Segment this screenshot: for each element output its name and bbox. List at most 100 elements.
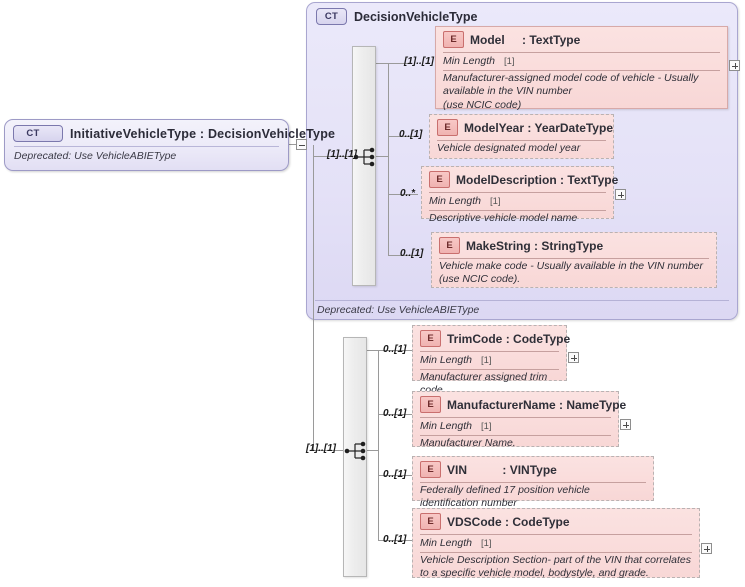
element-annotation: Manufacturer Name. (420, 437, 516, 449)
complextype-badge-icon: CT (316, 8, 347, 25)
facet-label: Min Length (420, 354, 472, 366)
container-header: CT DecisionVehicleType (307, 3, 737, 25)
facet-label: Min Length (420, 537, 472, 549)
container-divider (315, 300, 729, 301)
element-box-VIN[interactable]: E VIN : VINType Federally defined 17 pos… (412, 456, 654, 509)
connector-upper-e2 (388, 136, 418, 137)
element-annotation: Vehicle Description Section- part of the… (420, 554, 691, 580)
root-node-annotation: Deprecated: Use VehicleABIEType (14, 150, 177, 162)
element-divider (420, 417, 611, 418)
element-box-ManufacturerName[interactable]: E ManufacturerName : NameType Min Length… (412, 391, 626, 449)
occurrence-TrimCode: 0..[1] (383, 344, 407, 355)
element-type: CodeType (512, 514, 570, 529)
connector-lower-in (366, 450, 378, 451)
complextype-plus-badge-icon[interactable]: CT (13, 125, 63, 142)
element-title: MakeString : StringType (466, 239, 603, 253)
occurrence-VIN: 0..[1] (383, 469, 407, 480)
element-box-ModelDescription[interactable]: E ModelDescription : TextType Min Length… (421, 166, 618, 224)
facet-value: [1] (489, 196, 501, 207)
element-separator: : (560, 172, 568, 187)
element-title: VIN : VINType (447, 463, 557, 477)
facet-label: Min Length (420, 420, 472, 432)
element-box-TrimCode[interactable]: E TrimCode : CodeType Min Length [1] Man… (412, 325, 571, 396)
element-divider (420, 482, 646, 483)
connector-upper-spine (388, 63, 389, 255)
element-separator: : (502, 462, 510, 477)
element-name: MakeString (466, 238, 531, 253)
collapse-toggle-root[interactable] (296, 139, 307, 150)
element-facet: Min Length [1] (422, 193, 613, 209)
element-separator: : (505, 331, 514, 346)
connector-lower-e4 (378, 540, 412, 541)
expand-toggle-TrimCode[interactable] (568, 352, 579, 363)
element-annotation: Vehicle designated model year (437, 142, 581, 154)
element-badge-icon: E (443, 31, 464, 48)
element-title: VDSCode : CodeType (447, 515, 570, 529)
occurrence-Model: [1]..[1] (404, 56, 434, 67)
element-annotation: Manufacturer-assigned model code of vehi… (443, 72, 699, 111)
facet-value: [1] (480, 355, 492, 366)
facet-value: [1] (480, 538, 492, 549)
root-node-title: InitiativeVehicleType : DecisionVehicleT… (70, 126, 336, 141)
element-divider (437, 140, 606, 141)
element-box-VDSCode[interactable]: E VDSCode : CodeType Min Length [1] Vehi… (412, 508, 700, 579)
facet-label: Min Length (443, 55, 495, 67)
element-name: ManufacturerName (447, 397, 556, 412)
element-name: VIN (447, 462, 468, 477)
element-divider-2 (420, 435, 611, 436)
connector-lower-e2 (378, 414, 412, 415)
element-title: ManufacturerName : NameType (447, 398, 626, 412)
container-annotation: Deprecated: Use VehicleABIEType (317, 304, 480, 316)
element-name: ModelDescription (456, 172, 557, 187)
expand-toggle-Model[interactable] (729, 60, 740, 71)
element-header: E ModelYear : YearDateType (430, 115, 613, 139)
connector-branch-upper (313, 156, 351, 157)
element-header: E ManufacturerName : NameType (413, 392, 626, 416)
container-title: DecisionVehicleType (354, 9, 478, 24)
element-badge-icon: E (420, 461, 441, 478)
occurrence-ModelDescription: 0..* (400, 188, 416, 199)
facet-label: Min Length (429, 195, 481, 207)
element-facet: Min Length [1] (413, 535, 699, 551)
element-divider (443, 52, 720, 53)
element-type: VINType (509, 462, 557, 477)
occurrence-sequence-upper: [1]..[1] (327, 149, 357, 160)
element-name: TrimCode (447, 331, 503, 346)
sequence-compositor-icon (353, 147, 375, 167)
element-annotation: Vehicle make code - Usually available in… (439, 260, 703, 286)
element-type: StringType (541, 238, 604, 253)
occurrence-MakeString: 0..[1] (400, 248, 424, 259)
occurrence-ManufacturerName: 0..[1] (383, 408, 407, 419)
element-divider-2 (429, 210, 606, 211)
root-node-InitiativeVehicleType[interactable]: CT InitiativeVehicleType : DecisionVehic… (4, 119, 335, 171)
element-divider-2 (443, 70, 720, 71)
expand-toggle-VDSCode[interactable] (701, 543, 712, 554)
expand-toggle-ModelDescription[interactable] (615, 189, 626, 200)
expand-toggle-ManufacturerName[interactable] (620, 419, 631, 430)
element-box-ModelYear[interactable]: E ModelYear : YearDateType Vehicle desig… (429, 114, 614, 159)
element-divider (420, 534, 692, 535)
element-type: YearDateType (534, 120, 614, 135)
element-box-Model[interactable]: E Model : TextType Min Length [1] Manufa… (435, 26, 728, 111)
connector-upper-in (376, 156, 388, 157)
element-title: ModelYear : YearDateType (464, 121, 613, 135)
element-divider-2 (420, 369, 559, 370)
element-box-MakeString[interactable]: E MakeString : StringType Vehicle make c… (431, 232, 717, 288)
element-facet: Min Length [1] (436, 53, 727, 69)
element-type: CodeType (513, 331, 571, 346)
element-badge-icon: E (437, 119, 458, 136)
occurrence-sequence-lower: [1]..[1] (306, 443, 336, 454)
connector-lower-spine (378, 350, 379, 540)
element-header: E VDSCode : CodeType (413, 509, 699, 533)
occurrence-ModelYear: 0..[1] (399, 129, 423, 140)
element-badge-icon: E (420, 513, 441, 530)
element-type: TextType (567, 172, 619, 187)
connector-trunk (313, 145, 314, 450)
connector-lower-e3 (378, 475, 412, 476)
element-header: E VIN : VINType (413, 457, 653, 481)
element-name: VDSCode (447, 514, 502, 529)
connector-lower-e1 (366, 350, 412, 351)
element-name: ModelYear (464, 120, 525, 135)
connector-branch-lower (313, 450, 351, 451)
